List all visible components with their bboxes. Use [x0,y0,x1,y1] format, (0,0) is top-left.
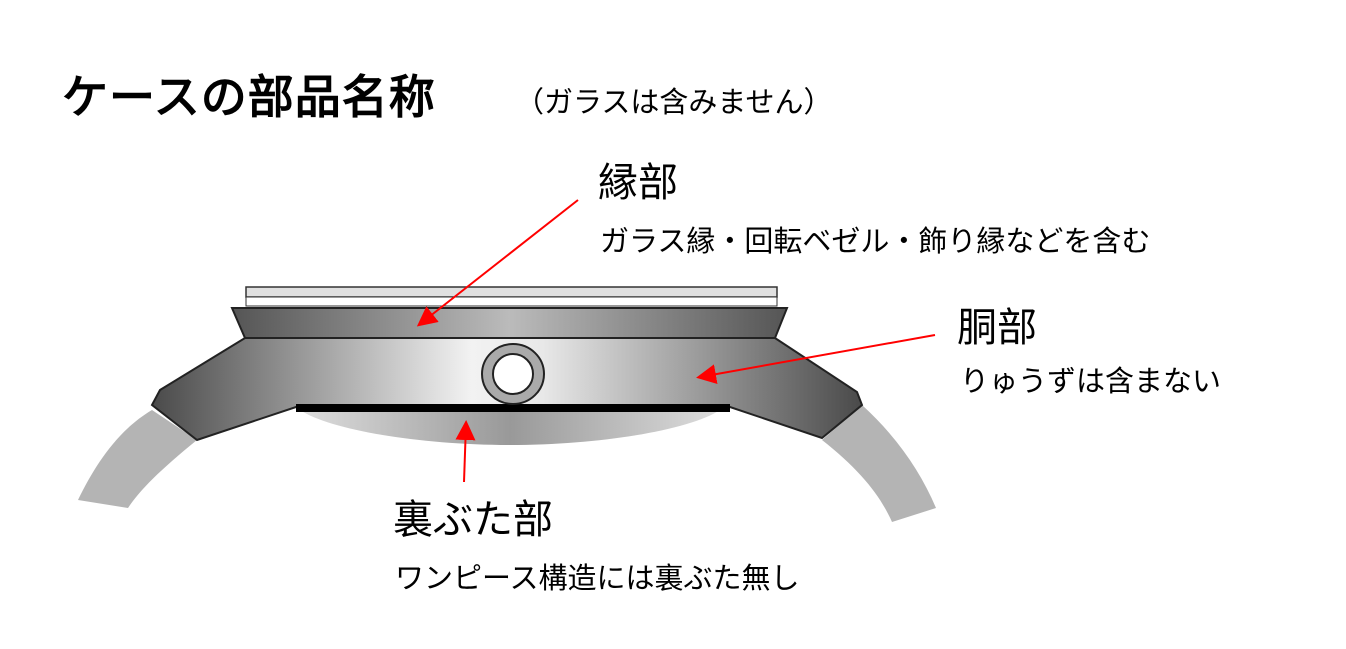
arrow-middle [696,334,936,385]
page-title: ケースの部品名称 [62,70,436,124]
note-bezel: ガラス縁・回転ベゼル・飾り縁などを含む [600,224,1151,258]
caseback [300,410,720,445]
arrow-bezel [416,199,579,327]
left-strap [78,410,197,508]
note-middle-case: りゅうずは含まない [960,364,1222,398]
right-strap [822,405,936,522]
label-middle-case: 胴部 [957,305,1037,351]
note-caseback: ワンピース構造には裏ぶた無し [395,561,800,595]
arrow-caseback [455,420,476,483]
glass-ring [245,286,778,298]
label-bezel: 縁部 [598,160,678,206]
bezel [230,307,789,339]
label-caseback: 裏ぶた部 [393,497,553,543]
page-subtitle: （ガラスは含みません） [515,85,833,119]
